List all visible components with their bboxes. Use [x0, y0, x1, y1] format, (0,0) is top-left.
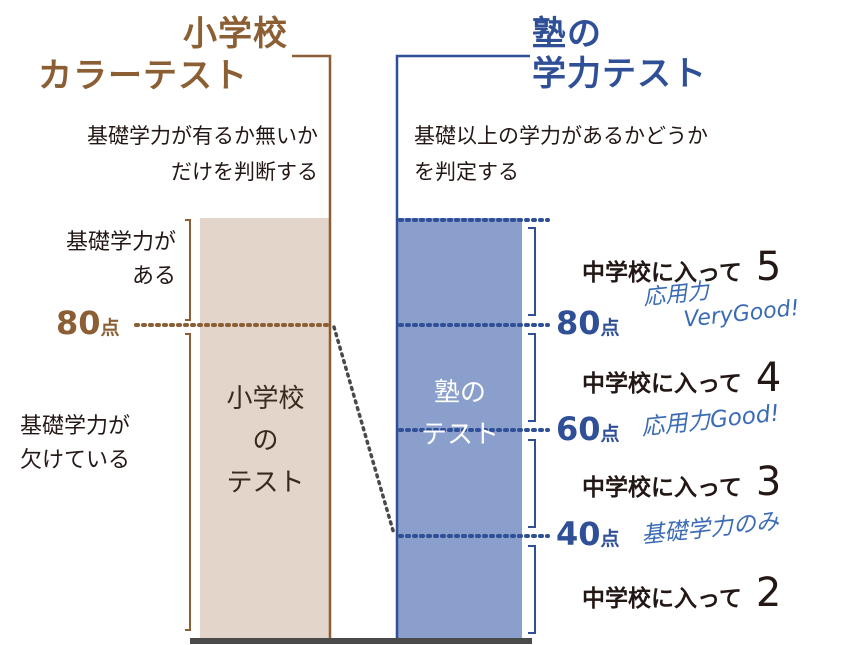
left-column-line1: 小学校 [226, 384, 305, 414]
right-title: 塾の 学力テスト [532, 14, 707, 94]
band-grade-4: 中学校に入って 4 [582, 355, 781, 407]
band-grade-2: 中学校に入って 2 [582, 570, 781, 622]
right-column-line2: テスト [420, 420, 499, 450]
right-title-line2: 学力テスト [532, 54, 707, 94]
left-lower-line2: 欠けている [20, 448, 131, 473]
left-column-label: 小学校 の テスト [200, 378, 331, 504]
right-desc-line2: を判定する [414, 160, 519, 184]
score-unit: 点 [600, 317, 620, 339]
right-score-60: 60点 [556, 411, 620, 452]
left-score-unit: 点 [100, 317, 120, 339]
right-bracket-2 [528, 545, 536, 634]
score-unit: 点 [600, 423, 620, 445]
left-lower-bracket [185, 333, 191, 631]
right-bracket-3 [528, 439, 536, 528]
right-desc-line1: 基礎以上の学力があるかどうか [414, 124, 708, 148]
right-description: 基礎以上の学力があるかどうか を判定する [414, 118, 708, 190]
right-title-line1: 塾の [532, 14, 602, 54]
left-lower-line1: 基礎学力が [20, 414, 131, 439]
connector-line [332, 325, 396, 536]
left-desc-line2: だけを判断する [171, 160, 318, 184]
left-description: 基礎学力が有るか無いか だけを判断する [22, 118, 318, 190]
right-title-bracket [395, 54, 530, 640]
score-value: 40 [556, 515, 601, 553]
left-title-bracket [292, 54, 332, 640]
score-unit: 点 [600, 528, 620, 550]
left-upper-bracket [185, 219, 191, 321]
left-title-line2: カラーテスト [38, 56, 248, 96]
left-upper-line1: 基礎学力が [65, 230, 176, 255]
left-score-value: 80 [56, 304, 101, 342]
left-desc-line1: 基礎学力が有るか無いか [87, 124, 318, 148]
right-column-label: 塾の テスト [398, 372, 522, 456]
left-test-bar [200, 218, 331, 640]
left-upper-line2: ある [131, 264, 176, 289]
band-label: 中学校に入って [582, 586, 742, 612]
band-grade: 4 [755, 355, 782, 401]
band-label: 中学校に入って [582, 371, 742, 397]
band-grade: 5 [755, 244, 782, 290]
right-bracket-5 [528, 227, 536, 316]
left-title-2: カラーテスト [38, 56, 248, 96]
base-line [190, 638, 532, 644]
left-column-line2: の [252, 426, 279, 456]
score-value: 80 [556, 304, 601, 342]
left-title: 小学校 [160, 14, 288, 54]
right-score-40: 40点 [556, 516, 620, 557]
band-grade-5: 中学校に入って 5 [582, 244, 781, 296]
right-column-line1: 塾の [433, 378, 486, 408]
band-grade: 2 [755, 570, 782, 616]
score-value: 60 [556, 410, 601, 448]
left-threshold-score: 80点 [56, 305, 120, 346]
left-column-line3: テスト [226, 468, 305, 498]
left-title-line1: 小学校 [183, 14, 288, 54]
right-score-80: 80点 [556, 305, 620, 346]
left-lower-label: 基礎学力が 欠けている [20, 410, 176, 478]
band-grade: 3 [755, 459, 782, 505]
left-upper-label: 基礎学力が ある [20, 226, 176, 294]
right-bracket-4 [528, 333, 536, 422]
band-label: 中学校に入って [582, 475, 742, 501]
band-label: 中学校に入って [582, 260, 742, 286]
band-grade-3: 中学校に入って 3 [582, 459, 781, 511]
